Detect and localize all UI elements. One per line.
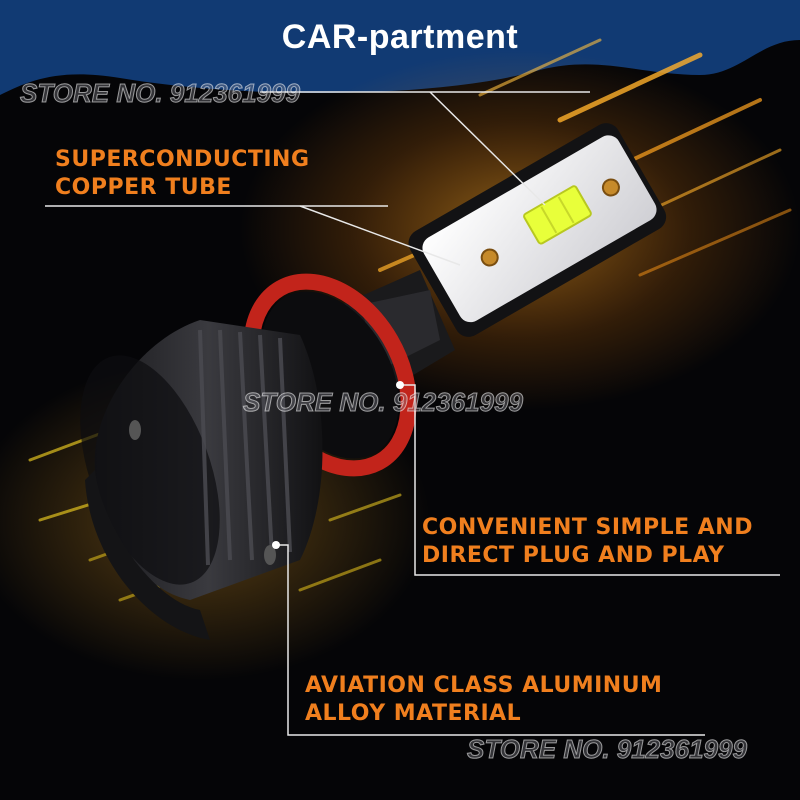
callout-line: ALLOY MATERIAL — [305, 701, 522, 726]
watermark-top: STORE NO. 912361999 — [20, 78, 301, 109]
callout-aluminum: AVIATION CLASS ALUMINUM ALLOY MATERIAL — [305, 672, 662, 728]
callout-line: AVIATION CLASS ALUMINUM — [305, 673, 663, 698]
leader-dot — [272, 541, 280, 549]
callout-line: SUPERCONDUCTING — [55, 147, 310, 172]
aluminum-housing — [80, 320, 323, 640]
brand-title: CAR-partment — [281, 18, 519, 56]
callout-plug-and-play: CONVENIENT SIMPLE AND DIRECT PLUG AND PL… — [422, 514, 753, 570]
callout-line: DIRECT PLUG AND PLAY — [422, 543, 725, 568]
header-band — [0, 0, 800, 95]
leader-lines — [45, 91, 780, 736]
watermark-middle: STORE NO. 912361999 — [243, 387, 524, 418]
led-tube — [408, 123, 667, 337]
callout-line: COPPER TUBE — [55, 175, 232, 200]
callout-copper-tube: SUPERCONDUCTING COPPER TUBE — [55, 146, 310, 202]
leader-dot — [396, 381, 404, 389]
watermark-bottom: STORE NO. 912361999 — [467, 734, 748, 765]
callout-line: CONVENIENT SIMPLE AND — [422, 515, 753, 540]
